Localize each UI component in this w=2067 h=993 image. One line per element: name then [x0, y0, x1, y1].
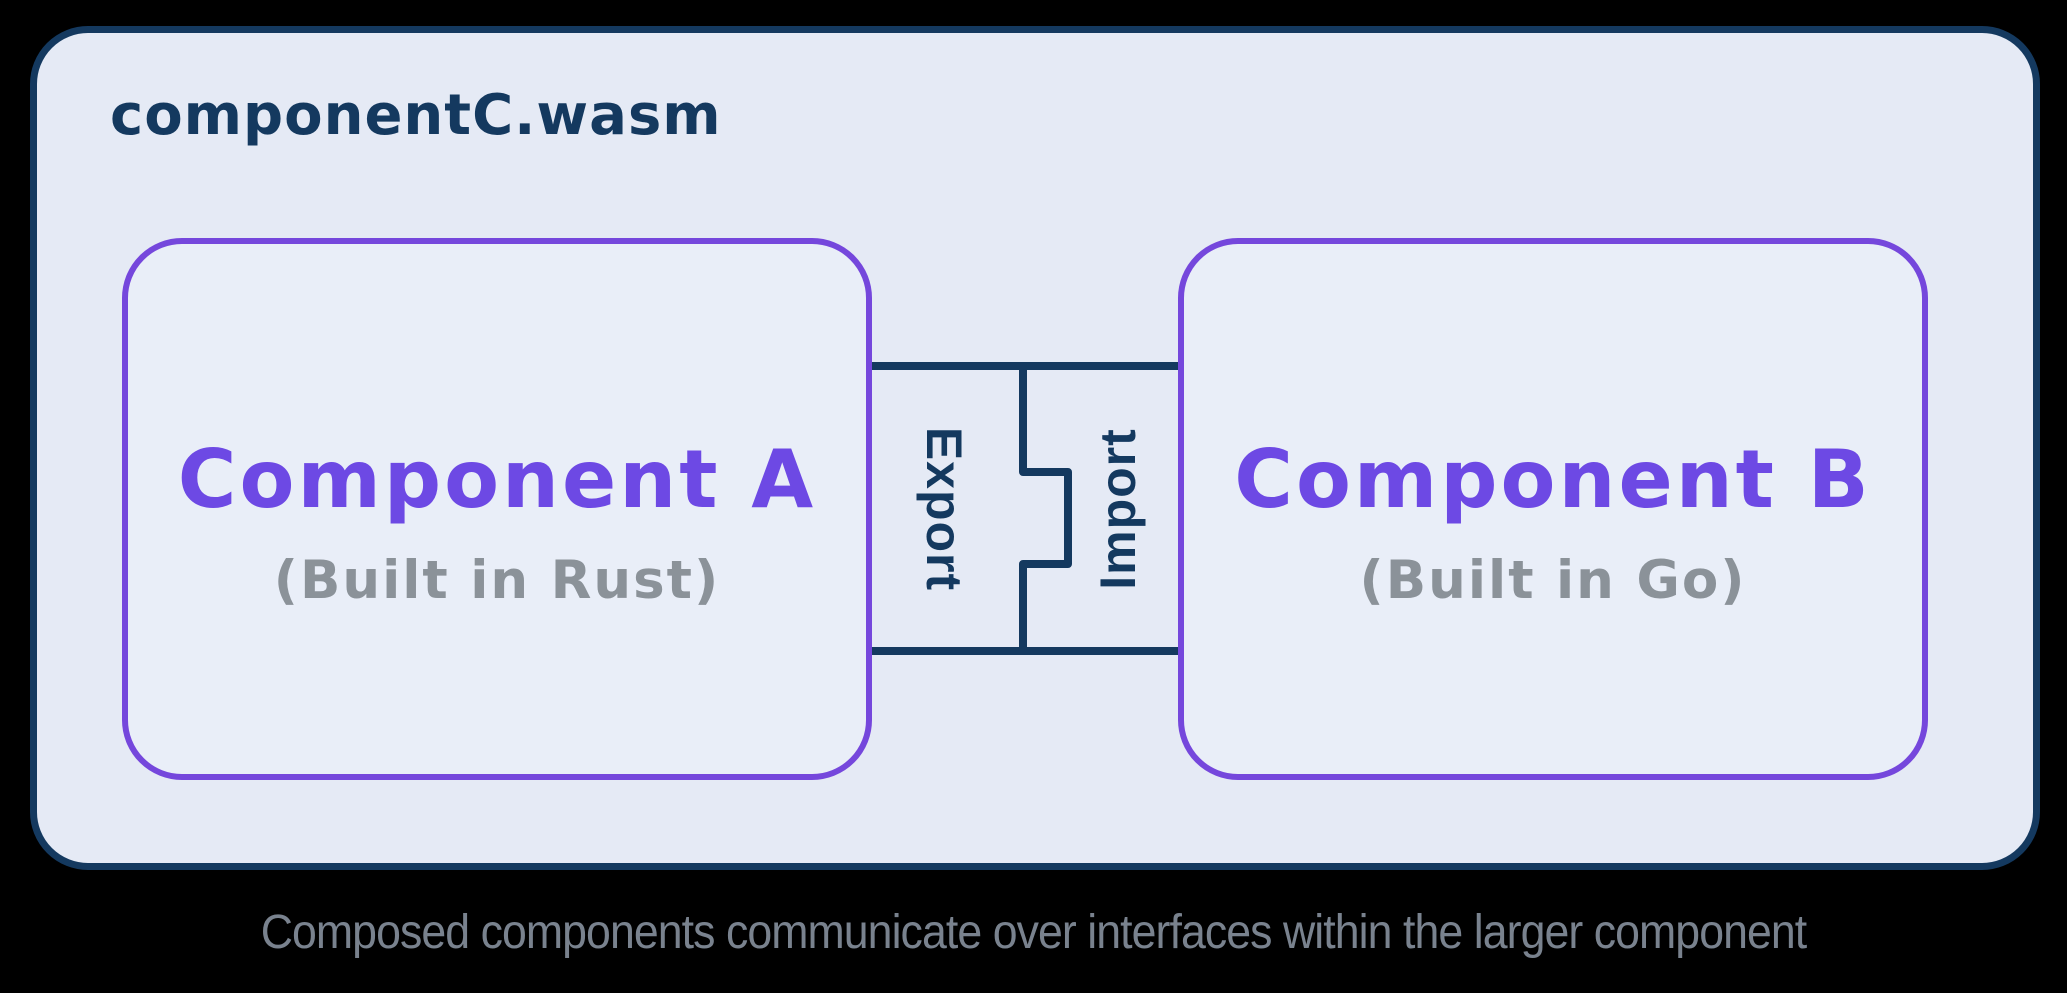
export-label: Export [916, 426, 972, 591]
connector-notch-line [1019, 366, 1072, 651]
import-label: Import [1090, 427, 1146, 590]
component-a-box: Component A (Built in Rust) [122, 238, 872, 780]
component-b-name: Component B [1234, 433, 1872, 526]
component-b-subtitle: (Built in Go) [1359, 550, 1747, 611]
wasm-container-box: componentC.wasm Component A (Built in Ru… [30, 26, 2040, 870]
component-a-name: Component A [177, 433, 817, 526]
interface-connector: Export Import [872, 362, 1178, 655]
component-b-box: Component B (Built in Go) [1178, 238, 1928, 780]
puzzle-joint-icon [872, 362, 1178, 655]
diagram-caption: Composed components communicate over int… [260, 906, 1807, 959]
wasm-container-title: componentC.wasm [110, 83, 722, 148]
component-a-subtitle: (Built in Rust) [273, 550, 721, 611]
